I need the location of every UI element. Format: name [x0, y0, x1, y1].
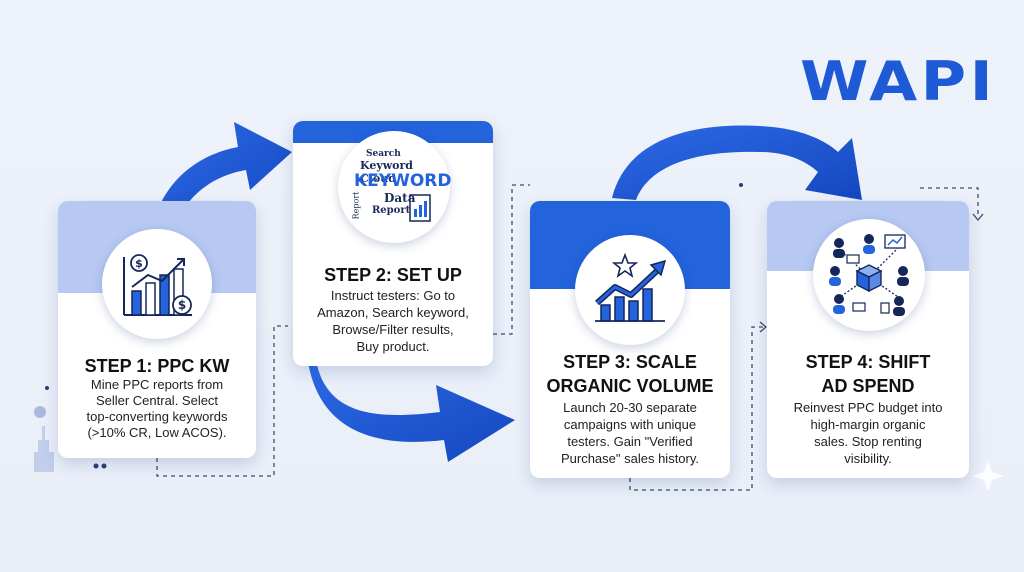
step-1-title: STEP 1: PPC KW — [84, 356, 230, 376]
step-4-title: AD SPEND — [821, 376, 915, 396]
growth-arrow-star-icon — [595, 252, 667, 322]
step-3-title: STEP 3: SCALE — [563, 352, 697, 372]
dashed-connector-1-2 — [156, 325, 288, 477]
step-3-card: STEP 3: SCALE ORGANIC VOLUME Launch 20-3… — [530, 201, 730, 478]
keyword-data-text: Data — [384, 191, 416, 205]
svg-text:$: $ — [178, 298, 186, 312]
step-3-title: ORGANIC VOLUME — [546, 376, 714, 396]
keyword-big-text: KEYWORD — [354, 171, 452, 191]
keyword-report-vertical-text: Report — [351, 191, 361, 220]
step-2-card: Search Keyword Cloud KEYWORD Data Report… — [293, 121, 493, 366]
step-4-desc-line: Reinvest PPC budget into — [793, 400, 943, 415]
step-3-desc-line: campaigns with unique — [563, 417, 697, 432]
dashed-connector-2-3 — [493, 184, 530, 335]
skyline-decoration — [34, 426, 54, 472]
curved-arrow-3-4 — [612, 125, 862, 200]
step-1-desc-line: top-converting keywords — [86, 409, 228, 424]
curved-arrow-1-2 — [150, 122, 292, 238]
step-2-icon-circle: Search Keyword Cloud KEYWORD Data Report… — [338, 131, 452, 243]
step-1-desc-line: Seller Central. Select — [95, 393, 219, 408]
step-2-desc-line: Browse/Filter results, — [332, 322, 454, 337]
step-4-desc-line: high-margin organic — [810, 417, 926, 432]
ppc-chart-dollar-icon: $ $ — [123, 254, 192, 316]
step-4-card: STEP 4: SHIFT AD SPEND Reinvest PPC budg… — [767, 201, 969, 478]
dot-icon — [93, 463, 99, 469]
step-3-desc-line: Launch 20-30 separate — [563, 400, 697, 415]
step-4-desc-line: visibility. — [844, 451, 892, 466]
keyword-cloud-icon — [409, 194, 431, 222]
step-1-icon-circle: $ $ — [102, 229, 212, 339]
dashed-connector-4-out — [920, 187, 979, 218]
dot-icon — [45, 386, 49, 390]
dot-icon — [739, 183, 743, 187]
dot-icon — [101, 463, 107, 469]
step-3-desc-line: Purchase" sales history. — [560, 451, 700, 466]
step-2-desc-line: Buy product. — [356, 339, 430, 354]
step-4-icon-circle — [813, 219, 925, 331]
connector-arrowhead-icon — [759, 321, 768, 333]
svg-text:$: $ — [135, 257, 143, 270]
step-2-desc-line: Instruct testers: Go to — [330, 288, 456, 303]
step-1-desc-line: Mine PPC reports from — [90, 377, 224, 392]
dashed-connector-3-4 — [629, 326, 764, 491]
dot-icon — [34, 406, 46, 418]
step-1-card: $ $ STEP 1: PPC KW Mine PPC reports from… — [58, 201, 256, 458]
keyword-report-text: Report — [372, 205, 411, 216]
keyword-search-text: Search — [366, 149, 401, 159]
team-network-icon — [829, 234, 909, 316]
step-3-icon-circle — [575, 235, 685, 345]
step-1-desc-line: (>10% CR, Low ACOS). — [87, 425, 227, 440]
wapi-logo: WAPI — [800, 50, 997, 113]
step-2-title: STEP 2: SET UP — [324, 265, 462, 285]
sparkle-white-icon — [972, 460, 1004, 492]
step-4-title: STEP 4: SHIFT — [805, 352, 931, 372]
step-3-desc-line: testers. Gain "Verified — [567, 434, 693, 449]
step-4-desc-line: sales. Stop renting — [814, 434, 922, 449]
keyword-cloud-text: Keyword Cloud — [360, 159, 414, 185]
step-2-desc-line: Amazon, Search keyword, — [317, 305, 469, 320]
connector-arrowhead-down-icon — [972, 213, 984, 222]
curved-arrow-2-3 — [308, 360, 515, 462]
